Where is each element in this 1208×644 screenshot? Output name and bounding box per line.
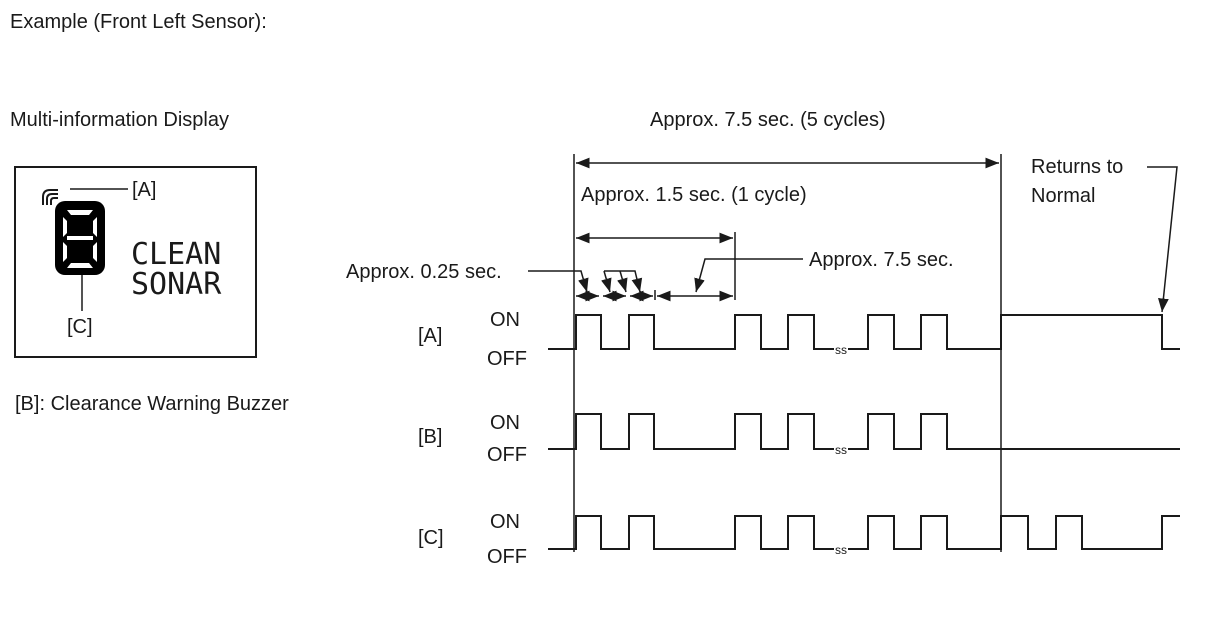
pulse-leader-arrows: [528, 270, 643, 293]
display-frame: [14, 166, 257, 358]
off-duration-label: Approx. 7.5 sec.: [809, 249, 954, 271]
pulse-duration-label: Approx. 0.25 sec.: [346, 261, 502, 283]
break-symbol-b: ss: [835, 443, 847, 457]
returns-label-line2: Normal: [1031, 185, 1095, 207]
break-symbol-a: ss: [835, 343, 847, 357]
signal-a-off-label: OFF: [487, 348, 527, 370]
signal-a-on-label: ON: [490, 309, 520, 331]
off-leader-arrow: [694, 258, 803, 293]
pulse-width-arrows: [576, 290, 656, 302]
seven-segment-sensor-icon: [55, 201, 105, 275]
signal-a-waveform: [548, 314, 1180, 350]
display-message-line1: CLEAN: [131, 237, 221, 272]
break-symbol-c: ss: [835, 543, 847, 557]
signal-c-name: [C]: [418, 527, 444, 549]
sonar-wave-icon: [42, 189, 58, 205]
legend-b: [B]: Clearance Warning Buzzer: [15, 393, 289, 415]
returns-leader-arrow: [1147, 166, 1178, 313]
signal-b-waveform: [548, 413, 1180, 450]
signal-a-name: [A]: [418, 325, 442, 347]
signal-b-name: [B]: [418, 426, 442, 448]
signal-b-on-label: ON: [490, 412, 520, 434]
page-title: Example (Front Left Sensor):: [10, 11, 267, 33]
signal-c-off-label: OFF: [487, 546, 527, 568]
display-heading: Multi-information Display: [10, 109, 229, 131]
display-message-line2: SONAR: [131, 267, 222, 302]
display-label-a: [A]: [132, 179, 156, 201]
signal-b-off-label: OFF: [487, 444, 527, 466]
returns-label-line1: Returns to: [1031, 156, 1123, 178]
total-duration-label: Approx. 7.5 sec. (5 cycles): [650, 109, 886, 131]
signal-c-on-label: ON: [490, 511, 520, 533]
display-label-c: [C]: [67, 316, 93, 338]
signal-c-waveform: [548, 515, 1180, 550]
cycle-duration-label: Approx. 1.5 sec. (1 cycle): [581, 184, 807, 206]
